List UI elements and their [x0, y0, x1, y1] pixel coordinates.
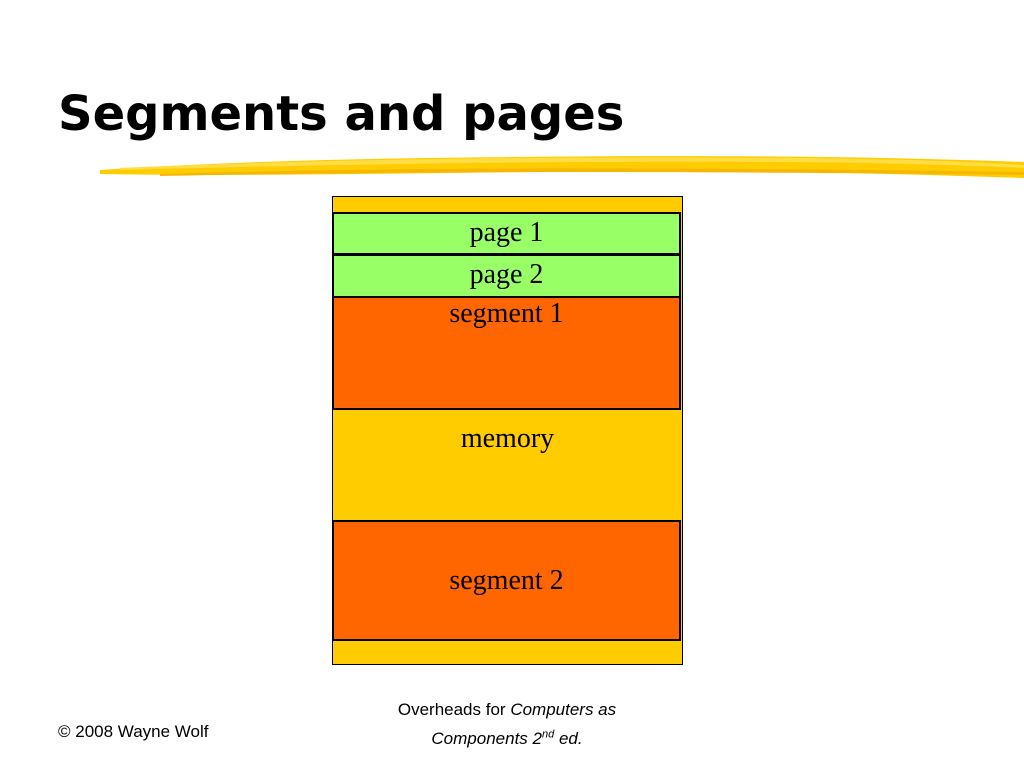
- edition-suffix: ed.: [554, 728, 583, 748]
- page-1-block: page 1: [332, 212, 681, 255]
- memory-label: memory: [460, 423, 555, 454]
- page-2-block: page 2: [332, 255, 681, 298]
- copyright-notice: © 2008 Wayne Wolf: [58, 722, 209, 741]
- overheads-prefix: Overheads for: [397, 700, 511, 719]
- footer-book-reference: Overheads for Computers as Components 2n…: [362, 698, 652, 751]
- page-2-label: page 2: [469, 259, 544, 290]
- slide-title: Segments and pages: [58, 86, 625, 142]
- page-1-label: page 1: [469, 217, 544, 248]
- title-underline-brush: [100, 156, 1024, 178]
- segment-1-label: segment 1: [449, 298, 564, 329]
- segment-2-block: segment 2: [332, 520, 681, 641]
- book-title-line1: Computers as: [510, 700, 617, 719]
- book-title-line2: Components 2: [431, 728, 542, 748]
- segment-2-label: segment 2: [449, 565, 564, 596]
- edition-superscript: nd: [541, 728, 555, 740]
